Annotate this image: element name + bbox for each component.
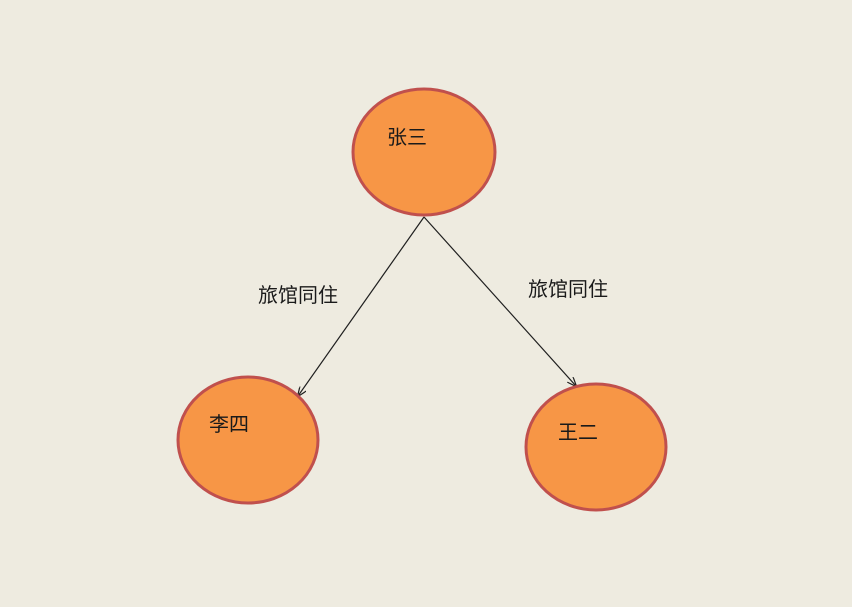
node-zhangsan[interactable]: 张三	[351, 87, 497, 217]
node-circle	[351, 87, 497, 217]
node-label: 王二	[558, 420, 598, 444]
edge-arrow	[423, 216, 576, 386]
node-lisi[interactable]: 李四	[176, 375, 320, 505]
edge-label: 旅馆同住	[258, 283, 338, 307]
edge-arrow	[298, 216, 425, 396]
edge-label: 旅馆同住	[528, 277, 608, 301]
edge-zhangsan-wanger: 旅馆同住	[423, 216, 608, 386]
node-circle	[524, 382, 668, 512]
node-label: 李四	[209, 412, 249, 436]
node-label: 张三	[387, 125, 427, 149]
node-wanger[interactable]: 王二	[524, 382, 668, 512]
node-circle	[176, 375, 320, 505]
edge-zhangsan-lisi: 旅馆同住	[258, 216, 425, 396]
